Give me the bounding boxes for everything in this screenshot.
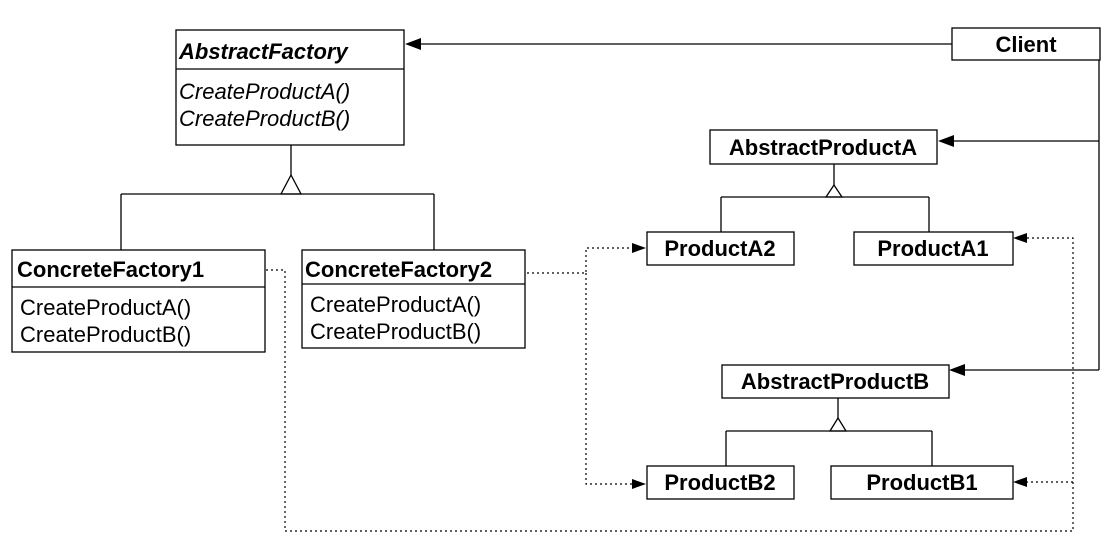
class-product-b2: ProductB2	[646, 465, 795, 500]
class-name: ProductB2	[664, 470, 775, 495]
generalization-products-a	[720, 164, 930, 232]
class-product-a1: ProductA1	[853, 231, 1014, 266]
operation-create-product-a: CreateProductA()	[20, 295, 191, 320]
operation-create-product-b: CreateProductB()	[179, 106, 350, 131]
class-name: AbstractProductA	[729, 135, 917, 160]
operation-create-product-b: CreateProductB()	[20, 322, 191, 347]
class-client: Client	[951, 27, 1101, 61]
dependency-concretefactory2-products	[527, 243, 646, 489]
class-name: Client	[995, 32, 1057, 57]
class-name: ProductA2	[664, 236, 775, 261]
class-name: AbstractFactory	[178, 39, 349, 64]
inheritance-triangle	[828, 416, 848, 432]
class-concrete-factory-1: ConcreteFactory1 CreateProductA() Create…	[11, 249, 266, 353]
class-name: AbstractProductB	[741, 369, 929, 394]
association-client-abstractfactory	[405, 38, 952, 50]
operation-create-product-a: CreateProductA()	[310, 292, 481, 317]
class-product-b1: ProductB1	[830, 465, 1014, 500]
class-concrete-factory-2: ConcreteFactory2 CreateProductA() Create…	[301, 249, 526, 349]
association-client-abstractproductb	[949, 364, 1099, 376]
class-abstract-factory: AbstractFactory CreateProductA() CreateP…	[175, 29, 405, 146]
class-name: ProductA1	[877, 236, 988, 261]
inheritance-triangle	[824, 183, 844, 198]
class-name: ConcreteFactory2	[305, 257, 492, 282]
class-abstract-product-b: AbstractProductB	[721, 364, 950, 399]
association-client-abstractproducta	[938, 60, 1100, 370]
operation-create-product-b: CreateProductB()	[310, 319, 481, 344]
inheritance-triangle	[279, 173, 303, 195]
operation-create-product-a: CreateProductA()	[179, 79, 350, 104]
dependency-concretefactory1-products	[266, 233, 1074, 532]
generalization-products-b	[725, 398, 933, 466]
class-product-a2: ProductA2	[646, 231, 795, 266]
class-name: ConcreteFactory1	[17, 257, 204, 282]
class-name: ProductB1	[866, 470, 977, 495]
class-abstract-product-a: AbstractProductA	[709, 129, 938, 165]
generalization-factories	[120, 145, 435, 250]
